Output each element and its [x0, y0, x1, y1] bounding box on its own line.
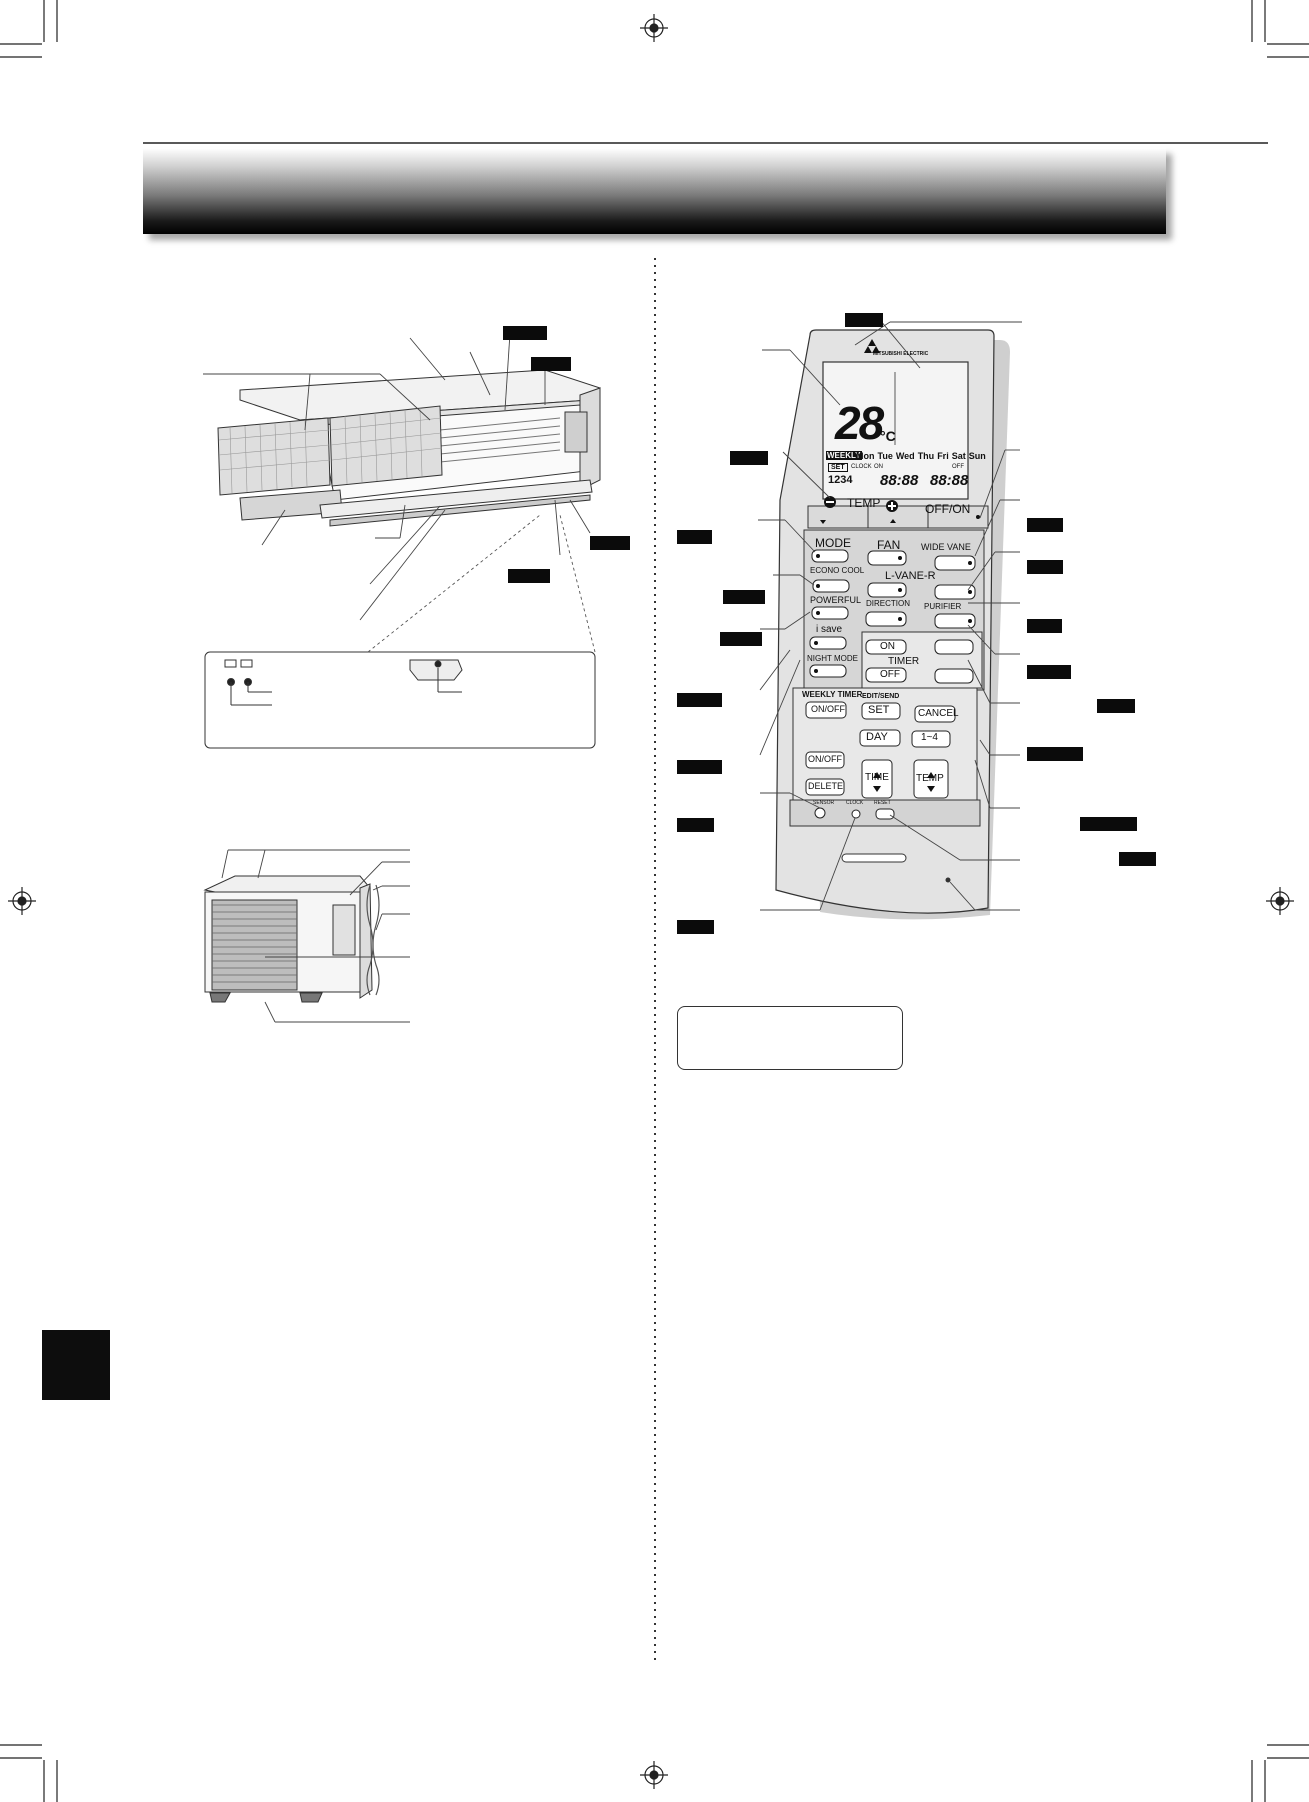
callout-tag: [1027, 560, 1063, 574]
weekly-on-off-button[interactable]: ON/OFF: [811, 704, 845, 714]
on-off-button[interactable]: ON/OFF: [808, 754, 842, 764]
wide-vane-button[interactable]: WIDE VANE: [921, 542, 971, 552]
i-save-button[interactable]: i save: [816, 624, 843, 635]
lcd-set: SET: [828, 463, 848, 472]
chapter-tab: [42, 1330, 110, 1400]
l-vane-r-button[interactable]: L-VANE-R: [885, 570, 936, 582]
timer-on-button[interactable]: ON: [880, 641, 895, 652]
callout-tag: [531, 357, 571, 371]
mitsubishi-logo-icon: [864, 339, 880, 353]
lcd-day: Mon: [856, 451, 875, 461]
air-filter-right: [329, 405, 443, 487]
day-button[interactable]: DAY: [866, 731, 888, 743]
outdoor-unit-illustration: [203, 849, 410, 1023]
weekly-timer-label: WEEKLY TIMER: [802, 690, 863, 699]
callout-tag: [1119, 852, 1156, 866]
callout-tag: [677, 920, 714, 934]
lcd-time-right: 88:88: [930, 472, 969, 489]
mode-button[interactable]: MODE: [815, 536, 851, 550]
lcd-day: Wed: [895, 451, 915, 461]
callout-tag: [720, 632, 762, 646]
lcd-day: Thu: [917, 451, 935, 461]
cancel-button[interactable]: CANCEL: [918, 708, 959, 719]
callout-tag: [677, 818, 714, 832]
powerful-button[interactable]: POWERFUL: [810, 595, 862, 605]
lcd-day: Sat: [951, 451, 966, 461]
callout-tag: [845, 313, 883, 327]
air-filter-left: [217, 417, 331, 496]
registration-mark-top: [640, 14, 668, 42]
time-button[interactable]: TIME: [865, 772, 889, 783]
callout-tag: [677, 760, 722, 774]
timer-label: TIMER: [888, 656, 920, 667]
callout-tag: [730, 451, 768, 465]
lcd-off: OFF: [952, 464, 964, 470]
lcd-temperature: 28: [835, 397, 884, 449]
clock-button[interactable]: CLOCK: [846, 800, 864, 806]
temp-label: TEMP: [847, 496, 881, 510]
registration-mark-right: [1266, 887, 1294, 915]
fan-button[interactable]: FAN: [877, 538, 901, 552]
set-button[interactable]: SET: [868, 704, 890, 716]
night-mode-button[interactable]: NIGHT MODE: [807, 654, 858, 663]
timer-off-button[interactable]: OFF: [880, 669, 900, 680]
lcd-unit: °C: [880, 428, 896, 444]
one-to-four-button[interactable]: 1~4: [921, 732, 938, 743]
delete-button[interactable]: DELETE: [808, 781, 844, 791]
lcd-day: Tue: [877, 451, 893, 461]
callout-tag: [1027, 518, 1063, 532]
callout-tag: [723, 590, 765, 604]
lcd-weekly-badge: WEEKLY: [826, 451, 862, 460]
edit-send-label: EDIT/SEND: [862, 693, 900, 700]
callout-tag: [508, 569, 550, 583]
callout-tag: [677, 693, 722, 707]
off-on-label[interactable]: OFF/ON: [925, 502, 971, 516]
indoor-unit-illustration: [203, 332, 601, 621]
lcd-days: Mon Tue Wed Thu Fri Sat Sun: [856, 451, 986, 461]
callout-tag: [1027, 747, 1083, 761]
callout-tag: [503, 326, 547, 340]
lcd-day: Fri: [937, 451, 949, 461]
callout-tag: [1097, 699, 1135, 713]
remote-brand: MITSUBISHI ELECTRIC: [873, 351, 929, 357]
registration-mark-left: [8, 887, 36, 915]
lcd-pattern-digits: 1234: [828, 474, 853, 486]
note-box: [677, 1006, 903, 1070]
temp-small-button[interactable]: TEMP: [916, 773, 944, 784]
direction-button[interactable]: DIRECTION: [866, 599, 910, 608]
reset-button[interactable]: RESET: [874, 800, 891, 806]
lcd-clock: CLOCK: [851, 464, 872, 470]
callout-tag: [590, 536, 630, 550]
callout-tag: [677, 530, 712, 544]
registration-mark-bottom: [640, 1761, 668, 1789]
sensor-label: SENSOR: [813, 800, 835, 806]
callout-tag: [1027, 619, 1062, 633]
remote-controller-illustration: [758, 319, 1022, 920]
callout-tag: [1027, 665, 1071, 679]
purifier-button[interactable]: PURIFIER: [924, 602, 962, 611]
callout-tag: [1080, 817, 1137, 831]
lcd-day: Sun: [968, 451, 986, 461]
econo-cool-button[interactable]: ECONO COOL: [810, 566, 865, 575]
indicator-inset: [204, 514, 596, 749]
section-header-banner: [143, 148, 1166, 234]
lcd-on: ON: [874, 464, 883, 470]
lcd-time-left: 88:88: [880, 472, 919, 489]
